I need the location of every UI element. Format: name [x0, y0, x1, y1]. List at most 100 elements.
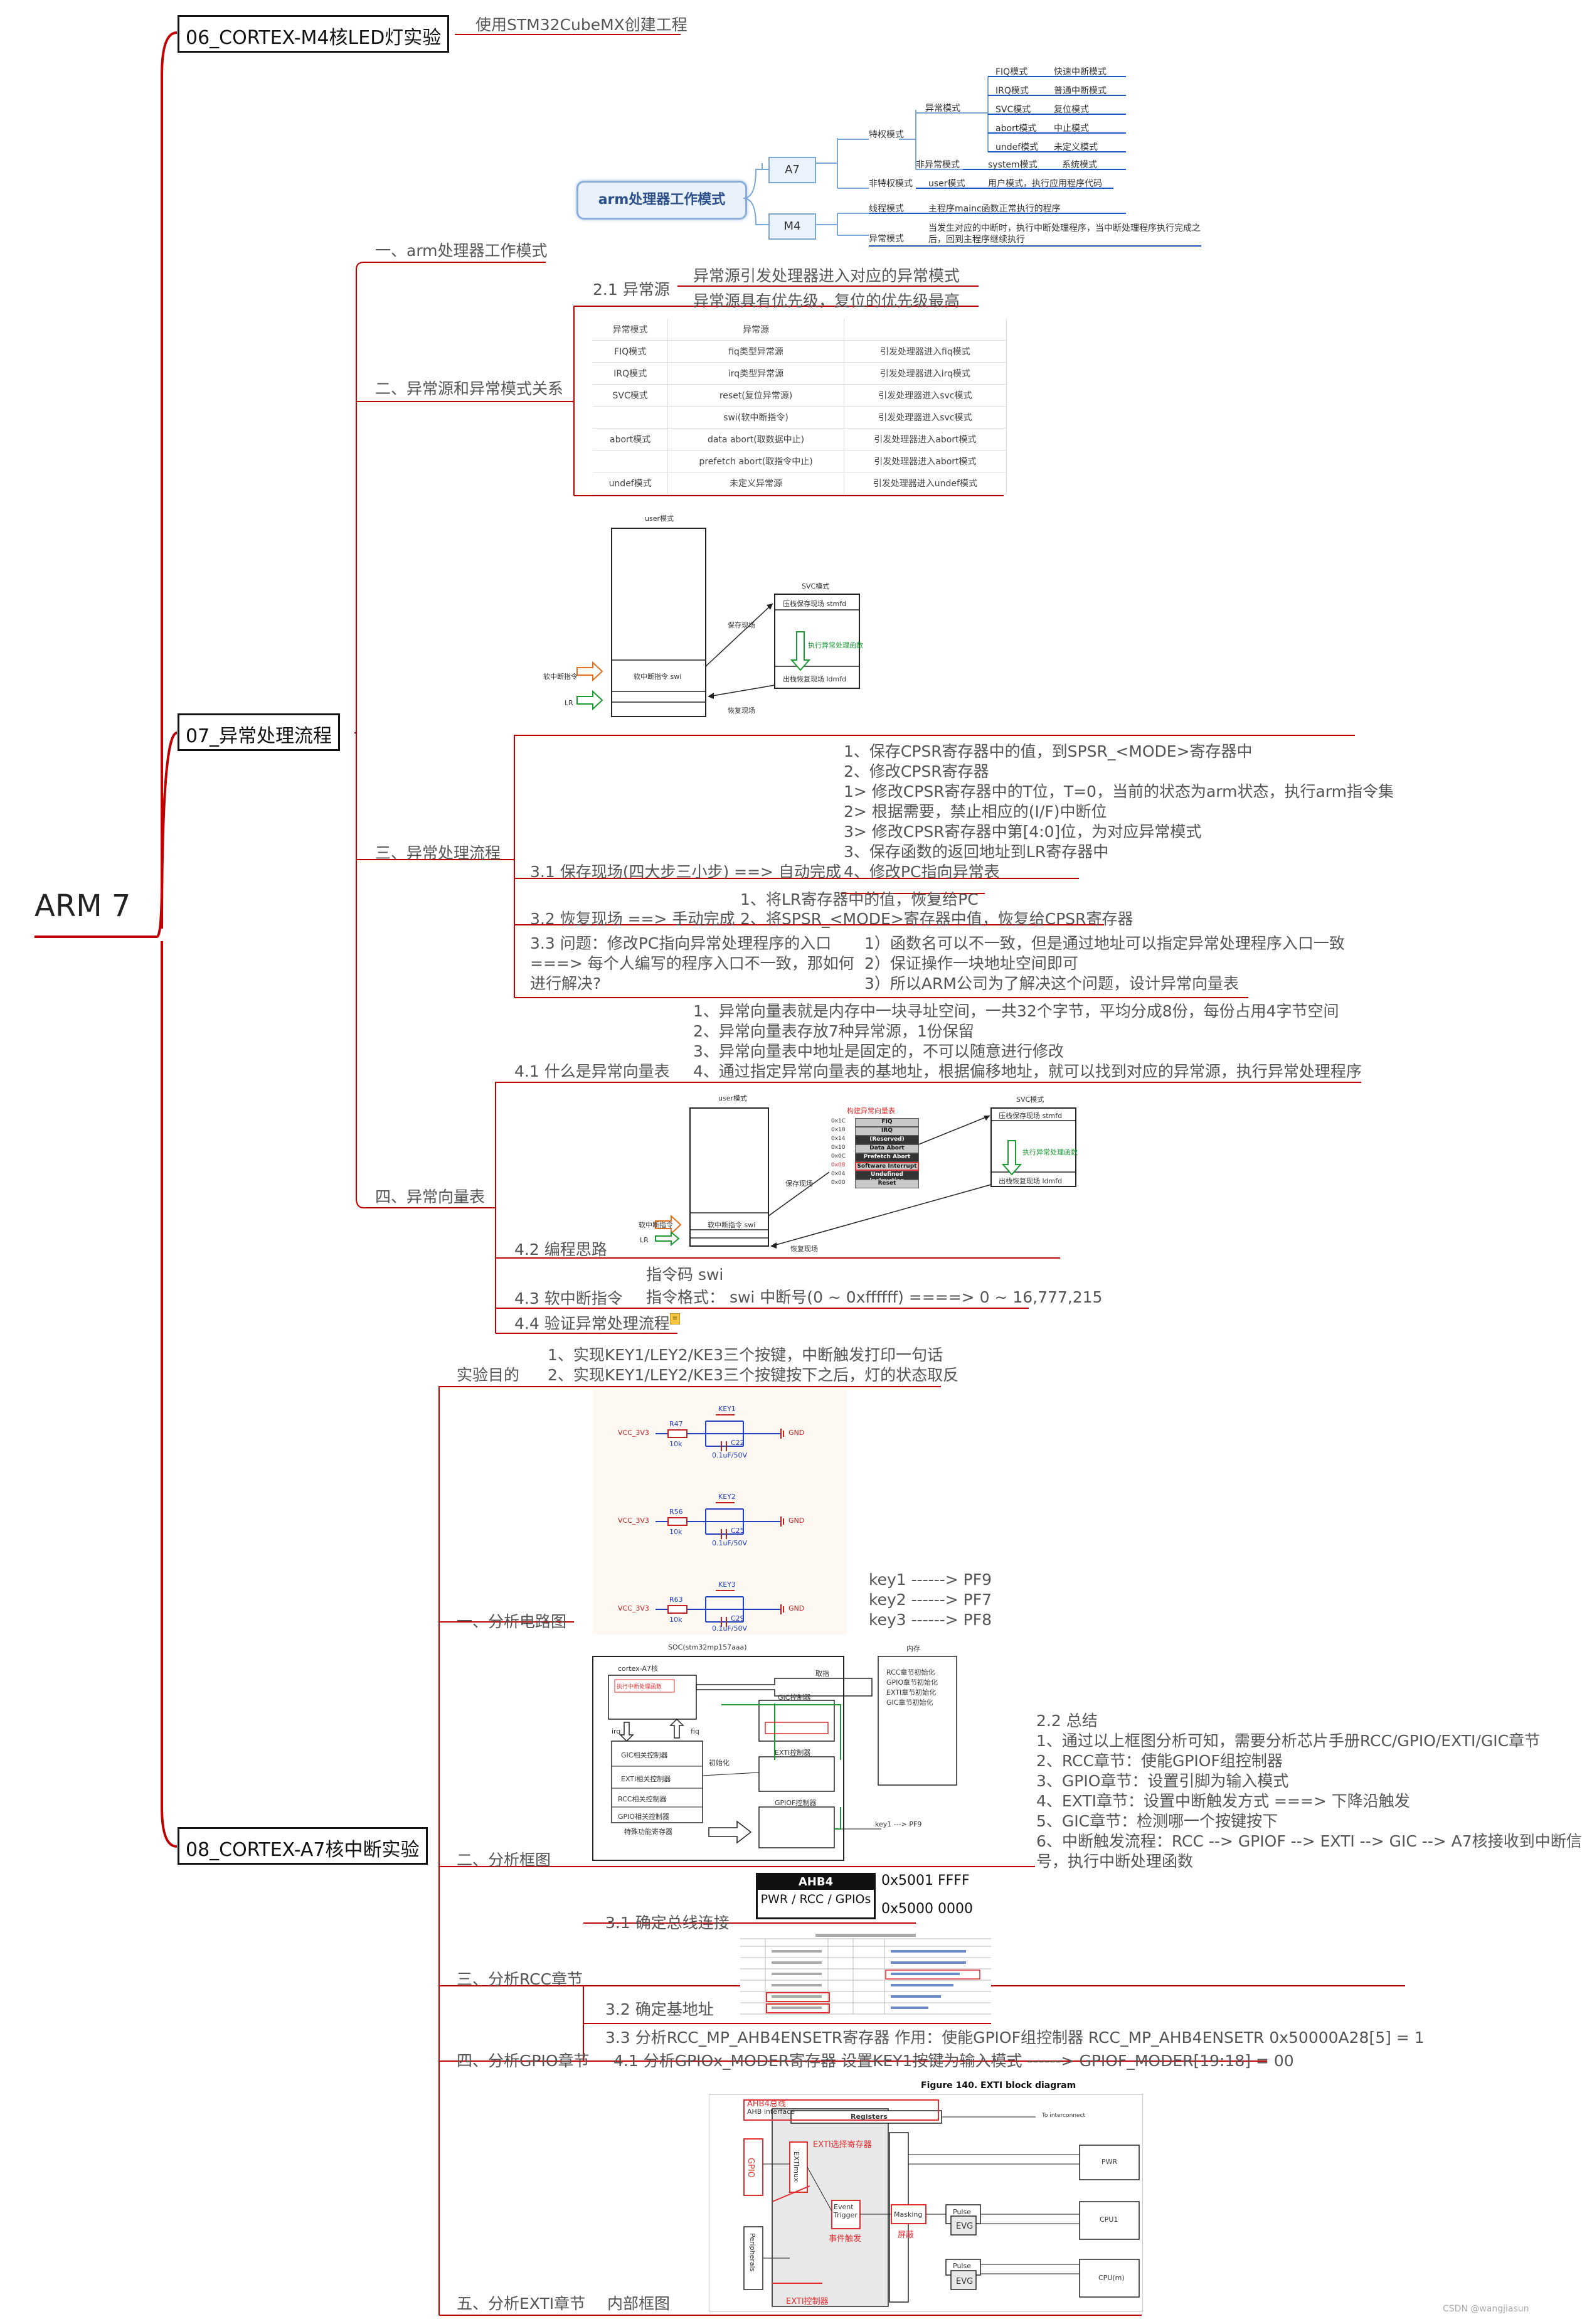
s33-answer-1[interactable]: 2）保证操作一块地址空间即可 [864, 954, 1078, 973]
exti-registers: Registers [851, 2113, 888, 2121]
s41-label[interactable]: 4.1 什么是异常向量表 [514, 1062, 670, 1080]
mindmap-m4-thread-desc: 主程序mainc函数正常执行的程序 [928, 204, 1061, 214]
sec2-08-label[interactable]: 二、分析框图 [457, 1851, 551, 1869]
exti-evg-1: EVG [956, 2277, 974, 2286]
sec2-note-1[interactable]: 异常源具有优先级，复位的优先级最高 [693, 292, 960, 310]
exti-block-diagram: Registers AHB4总线 AHB interface GPIO Peri… [709, 2094, 1143, 2312]
s44-label[interactable]: 4.4 验证异常处理流程 [514, 1314, 670, 1333]
s43-line-1[interactable]: 指令格式： swi 中断号(0 ~ 0xffffff) ====> 0 ~ 16… [646, 1288, 1103, 1306]
exception-table-header: 异常模式 异常源 [593, 319, 1007, 341]
block-init: 初始化 [709, 1759, 730, 1767]
s32-08-label[interactable]: 3.2 确定基地址 [605, 2000, 714, 2018]
purpose-item-0[interactable]: 1、实现KEY1/LEY2/KE3三个按键，中断触发打印一句话 [548, 1346, 943, 1364]
s31-08-label[interactable]: 3.1 确定总线连接 [605, 1914, 730, 1932]
s31-steps-1[interactable]: 2、修改CPSR寄存器 [844, 762, 989, 781]
s32-label[interactable]: 3.2 恢复现场 ==> 手动完成 [530, 910, 735, 928]
sec1-08-label[interactable]: 一、分析电路图 [457, 1612, 567, 1631]
block-gic: GIC控制器 [778, 1693, 811, 1702]
vt-entry: IRQ [855, 1127, 919, 1136]
key-map-1[interactable]: key2 ------> PF7 [869, 1591, 992, 1609]
block-special: 特殊功能寄存器 [624, 1828, 672, 1836]
topic-08-node[interactable]: 08_CORTEX-A7核中断实验 [178, 1827, 428, 1865]
vt-addr: 0x10 [831, 1144, 846, 1151]
vt-restore-label: 恢复现场 [790, 1245, 818, 1253]
summary-item-1[interactable]: 2、RCC章节：使能GPIOF组控制器 [1036, 1752, 1283, 1770]
note-icon[interactable]: ≡ [670, 1313, 680, 1325]
circuit-k-1: KEY2 [718, 1493, 736, 1501]
sec4-label[interactable]: 四、异常向量表 [375, 1188, 486, 1206]
s33-08-label[interactable]: 3.3 分析RCC_MP_AHB4ENSETR寄存器 作用：使能GPIOF组控制… [605, 2028, 1425, 2047]
sec2-note-0[interactable]: 异常源引发处理器进入对应的异常模式 [693, 267, 960, 285]
s43-label[interactable]: 4.3 软中断指令 [514, 1289, 623, 1308]
s33-line-1[interactable]: ===> 每个人编写的程序入口不一致，那如何 [530, 954, 854, 973]
summary-item-4[interactable]: 5、GIC章节：检测哪一个按键按下 [1036, 1812, 1278, 1830]
s33-line-0[interactable]: 3.3 问题：修改PC指向异常处理程序的入口 [530, 934, 832, 952]
summary-title[interactable]: 2.2 总结 [1036, 1712, 1098, 1730]
circuit-k-2: KEY3 [718, 1580, 736, 1589]
sec5-08-label[interactable]: 五、分析EXTI章节 [457, 2295, 586, 2313]
root-node[interactable]: ARM 7 [35, 888, 131, 924]
s32-step-1[interactable]: 2、将SPSR_<MODE>寄存器中值，恢复给CPSR寄存器 [740, 910, 1133, 928]
topic-07-node[interactable]: 07_异常处理流程 [178, 713, 341, 751]
sec1-label[interactable]: 一、arm处理器工作模式 [375, 242, 548, 260]
table-cell: reset(复位异常源) [667, 384, 844, 407]
mindmap-m4-handler-desc: 当发生对应的中断时，执行中断处理程序，当中断处理程序执行完成之后，回到主程序继续… [928, 223, 1201, 245]
s31-steps-4[interactable]: 3> 修改CPSR寄存器中第[4:0]位，为对应异常模式 [844, 823, 1202, 841]
exti-gpio: GPIO [746, 2158, 755, 2178]
block-soc: SOC(stm32mp157aaa) [668, 1643, 747, 1651]
sec4-08-label[interactable]: 四、分析GPIO章节 [457, 2052, 590, 2070]
sec2-sub[interactable]: 2.1 异常源 [593, 280, 670, 299]
mindmap-mode-1: IRQ模式 [995, 86, 1029, 96]
s31-label[interactable]: 3.1 保存现场(四大步三小步) ==> 自动完成 [530, 863, 841, 881]
s31-steps-2[interactable]: 1> 修改CPSR寄存器中的T位，T=0，当前的状态为arm状态，执行arm指令… [844, 782, 1394, 801]
exti-pwr: PWR [1102, 2158, 1118, 2166]
exti-evg-0: EVG [956, 2222, 974, 2231]
s41-point-0[interactable]: 1、异常向量表就是内存中一块寻址空间，一共32个字节，平均分成8份，每份占用4字… [693, 1002, 1339, 1020]
s33-answer-2[interactable]: 3）所以ARM公司为了解决这个问题，设计异常向量表 [864, 974, 1239, 993]
vt-row: 0x14(Reserved) [831, 1136, 919, 1144]
key-map-0[interactable]: key1 ------> PF9 [869, 1570, 992, 1589]
sec5-08-sub[interactable]: 内部框图 [607, 2295, 671, 2313]
s31-steps-5[interactable]: 3、保存函数的返回地址到LR寄存器中 [844, 843, 1109, 861]
s42-label[interactable]: 4.2 编程思路 [514, 1240, 607, 1259]
circuit-r-1: R56 [669, 1508, 683, 1516]
exception-flow-diagram: user模式 SVC模式 保存现场 压栈保存现场 stmfd 执行异常处理函数 … [539, 509, 866, 723]
s43-line-0[interactable]: 指令码 swi [646, 1266, 724, 1284]
mindmap-mode-4: undef模式 [995, 142, 1039, 152]
purpose-label[interactable]: 实验目的 [457, 1366, 520, 1384]
s31-steps-6[interactable]: 4、修改PC指向异常表 [844, 863, 1000, 881]
s31-steps-0[interactable]: 1、保存CPSR寄存器中的值，到SPSR_<MODE>寄存器中 [844, 742, 1253, 760]
s41-point-1[interactable]: 2、异常向量表存放7种异常源，1份保留 [693, 1022, 974, 1040]
sec3-08-label[interactable]: 三、分析RCC章节 [457, 1970, 583, 1988]
work-mode-mindmap: arm处理器工作模式 [574, 63, 1214, 251]
summary-item-3[interactable]: 4、EXTI章节：设置中断触发方式 ===> 下降沿触发 [1036, 1792, 1410, 1810]
summary-item-0[interactable]: 1、通过以上框图分析可知，需要分析芯片手册RCC/GPIO/EXTI/GIC章节 [1036, 1732, 1541, 1750]
block-exti-bus: EXTI相关控制器 [621, 1775, 671, 1783]
soc-block-shapes [592, 1656, 957, 1861]
s32-step-0[interactable]: 1、将LR寄存器中的值，恢复给PC [740, 890, 979, 909]
flow-handle-label: 执行异常处理函数 [808, 641, 863, 649]
summary-item-5[interactable]: 6、中断触发流程：RCC --> GPIOF --> EXTI --> GIC … [1036, 1832, 1582, 1850]
s33-answer-0[interactable]: 1）函数名可以不一致，但是通过地址可以指定异常处理程序入口一致 [864, 934, 1345, 952]
s33-line-2[interactable]: 进行解决? [530, 974, 602, 993]
topic-06-child[interactable]: 使用STM32CubeMX创建工程 [475, 16, 687, 34]
summary-item-2[interactable]: 3、GPIO章节：设置引脚为输入模式 [1036, 1772, 1289, 1790]
purpose-item-1[interactable]: 2、实现KEY1/LEY2/KE3三个按键按下之后，灯的状态取反 [548, 1366, 959, 1384]
s41-08-label[interactable]: 4.1 分析GPIOx_MODER寄存器 设置KEY1按键为输入模式 -----… [613, 2052, 1294, 2070]
flow-user-label: user模式 [645, 514, 674, 523]
s41-point-3[interactable]: 4、通过指定异常向量表的基地址，根据偏移地址，就可以找到对应的异常源，执行异常处… [693, 1062, 1362, 1080]
summary-item-6[interactable]: 号，执行中断处理函数 [1036, 1852, 1194, 1870]
key-map-2[interactable]: key3 ------> PF8 [869, 1611, 992, 1629]
topic-06-node[interactable]: 06_CORTEX-M4核LED灯实验 [178, 15, 450, 53]
table-cell: IRQ模式 [593, 362, 669, 385]
block-pick: 取指 [815, 1670, 829, 1678]
exti-ctl: EXTI控制器 [786, 2297, 829, 2306]
circuit-gnd-2: GND [788, 1604, 805, 1612]
sec2-label[interactable]: 二、异常源和异常模式关系 [375, 380, 564, 398]
mindmap-mode-1-desc: 普通中断模式 [1054, 86, 1107, 96]
s41-point-2[interactable]: 3、异常向量表中地址是固定的，不可以随意进行修改 [693, 1042, 1064, 1060]
s31-steps-3[interactable]: 2> 根据需要，禁止相应的(I/F)中断位 [844, 802, 1107, 821]
sec3-label[interactable]: 三、异常处理流程 [375, 844, 501, 862]
